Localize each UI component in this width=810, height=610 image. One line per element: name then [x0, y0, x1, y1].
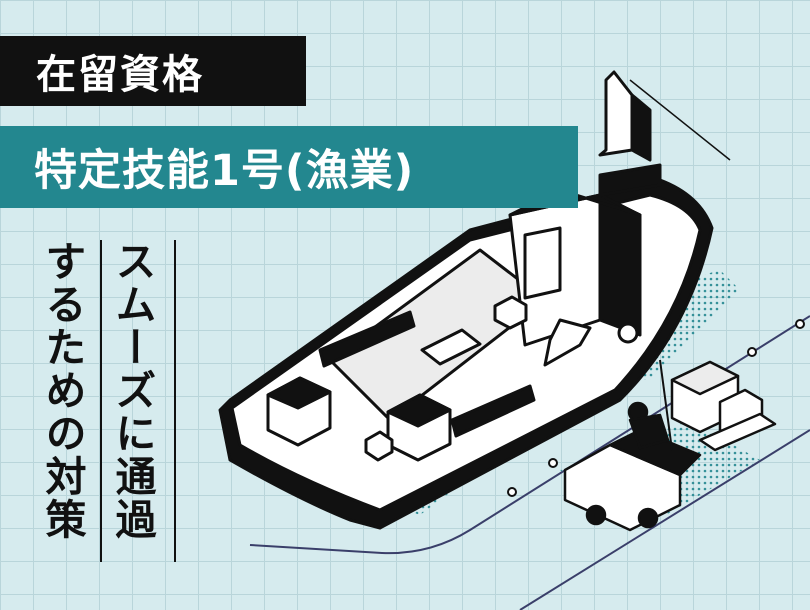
vertical-divider	[100, 240, 102, 562]
mast	[598, 70, 634, 157]
forklift	[563, 359, 777, 532]
specified-skilled-worker-banner: 特定技能1号(漁業)	[0, 126, 578, 208]
vertical-divider	[174, 240, 176, 562]
tagline-line-2: するための対策	[38, 240, 86, 541]
dock-lines	[249, 315, 810, 610]
visa-status-banner: 在留資格	[0, 36, 306, 106]
tagline-line-1: スムーズに通過	[108, 240, 156, 541]
boat	[218, 70, 731, 530]
bollards	[507, 319, 805, 497]
